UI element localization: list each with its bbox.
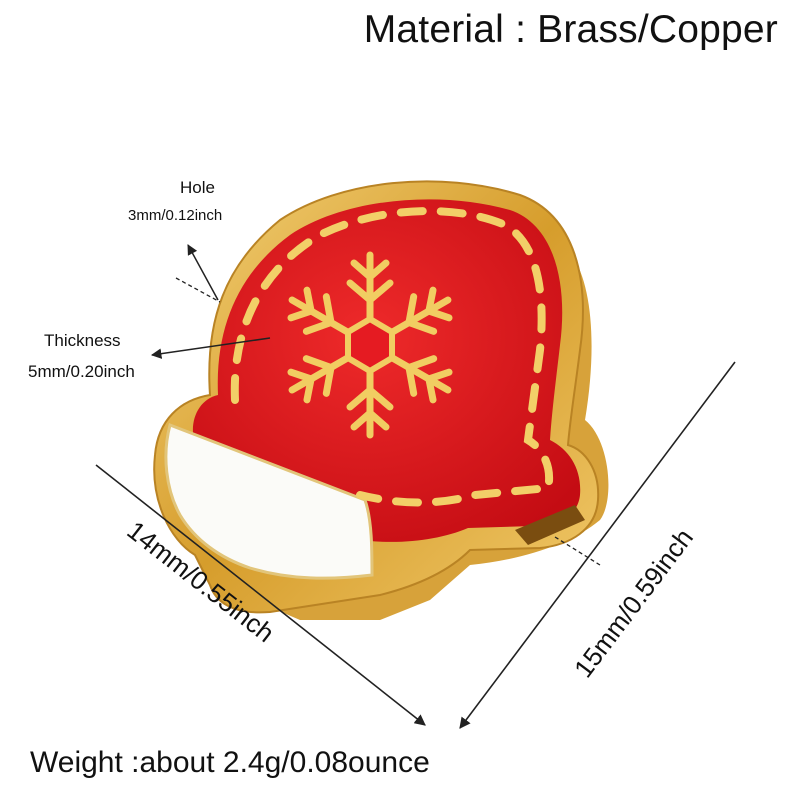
- snowflake-emblem: [282, 251, 458, 435]
- hole-title: Hole: [180, 178, 215, 197]
- mitten-stitching: [230, 207, 553, 507]
- height-dash: [554, 536, 601, 566]
- weight-label: Weight :about 2.4g/0.08ounce: [30, 746, 430, 779]
- material-label: Material : Brass/Copper: [363, 8, 778, 51]
- width-dimension-line: [95, 464, 426, 726]
- mitten-red-enamel: [192, 199, 581, 542]
- hole-dash: [175, 277, 221, 303]
- hole-arrow: [187, 244, 219, 301]
- height-dimension-line: [459, 361, 736, 729]
- mitten-cuff: [164, 423, 374, 580]
- thickness-arrow: [150, 337, 271, 359]
- thickness-size: 5mm/0.20inch: [28, 362, 135, 381]
- thickness-title: Thickness: [44, 331, 121, 350]
- hole-slot: [515, 505, 585, 545]
- mitten-charm: [153, 180, 609, 620]
- hole-size: 3mm/0.12inch: [128, 207, 223, 224]
